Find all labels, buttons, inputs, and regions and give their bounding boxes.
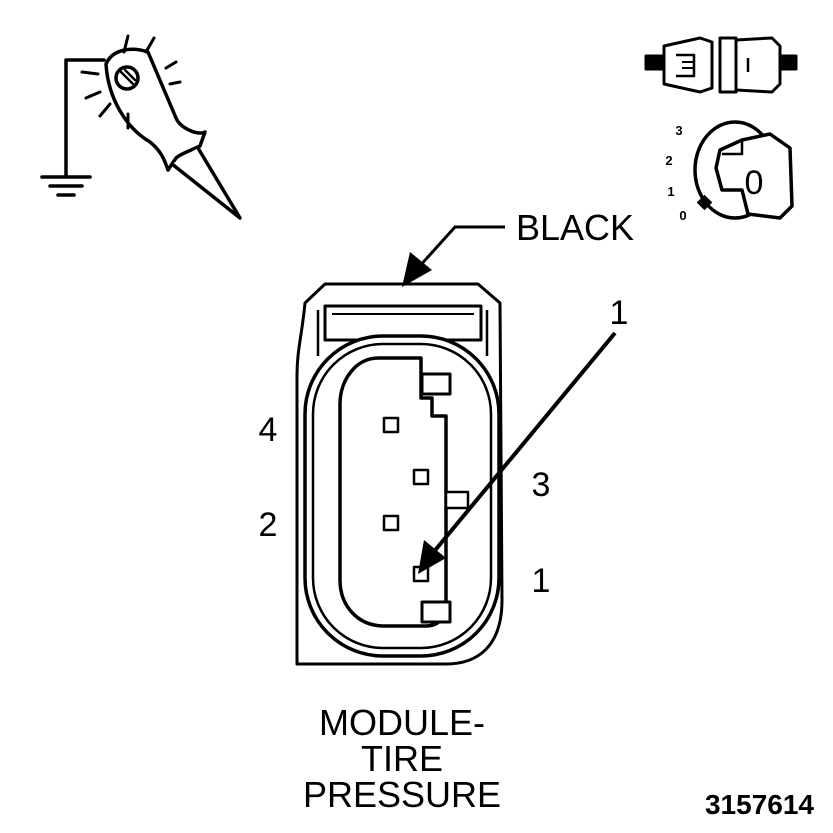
figure-number: 3157614: [705, 789, 814, 820]
ignition-position-2: 2: [665, 153, 672, 168]
color-callout-arrowhead: [402, 252, 432, 287]
ignition-key-label: 0: [745, 164, 764, 202]
pin-label-1: 1: [532, 562, 551, 600]
pin-label-3: 3: [532, 466, 551, 504]
title-line-1: MODULE-: [319, 702, 485, 743]
ignition-switch-icon: 0 3 2 1 0: [665, 120, 794, 223]
color-label: BLACK: [516, 207, 634, 248]
test-lamp-ground-icon: [40, 34, 242, 220]
pin-callout-arrowhead: [418, 540, 446, 574]
ignition-position-3: 3: [675, 123, 682, 138]
callout-number: 1: [610, 294, 629, 332]
pin-label-4: 4: [259, 411, 278, 449]
terminal-cavity-4: [382, 416, 400, 434]
connector-face: [295, 282, 504, 666]
ignition-position-1: 1: [667, 184, 674, 199]
title-line-2: TIRE: [361, 738, 443, 779]
pin-callout: 1: [418, 294, 628, 574]
component-title: MODULE- TIRE PRESSURE: [303, 702, 501, 815]
terminal-cavity-3: [412, 468, 430, 486]
color-callout: BLACK: [402, 207, 634, 287]
title-line-3: PRESSURE: [303, 774, 501, 815]
ignition-position-0: 0: [679, 208, 686, 223]
connector-disconnected-icon: [644, 36, 798, 94]
terminal-cavity-2: [382, 514, 400, 532]
pin-label-2: 2: [259, 506, 278, 544]
